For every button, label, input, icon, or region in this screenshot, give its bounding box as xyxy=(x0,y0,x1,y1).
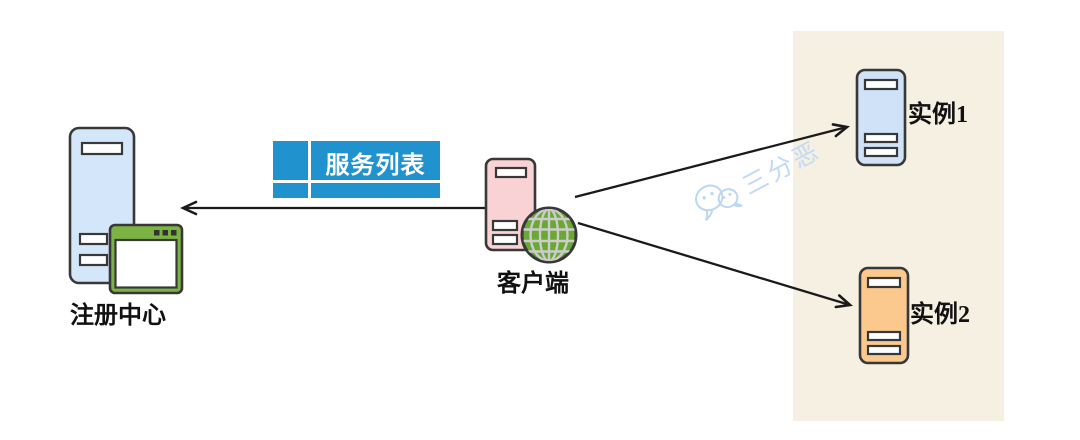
table-gridline-horizontal xyxy=(273,180,440,183)
globe-icon xyxy=(520,206,578,264)
wechat-icon xyxy=(695,184,743,221)
registry-label: 注册中心 xyxy=(70,303,166,329)
server-tower-with-window-icon xyxy=(68,126,184,295)
service-list-label: 服务列表 xyxy=(325,152,426,179)
server-tower-icon xyxy=(855,68,907,167)
instance1-label: 实例1 xyxy=(908,102,968,128)
server-tower-with-globe-icon xyxy=(484,157,578,264)
server-tower-icon xyxy=(858,266,910,365)
service-list-table: 服务列表 xyxy=(273,141,440,198)
window-icon xyxy=(108,223,184,295)
table-gridline-vertical xyxy=(308,141,311,198)
client-label: 客户端 xyxy=(497,271,569,297)
instance2-label: 实例2 xyxy=(910,302,970,328)
